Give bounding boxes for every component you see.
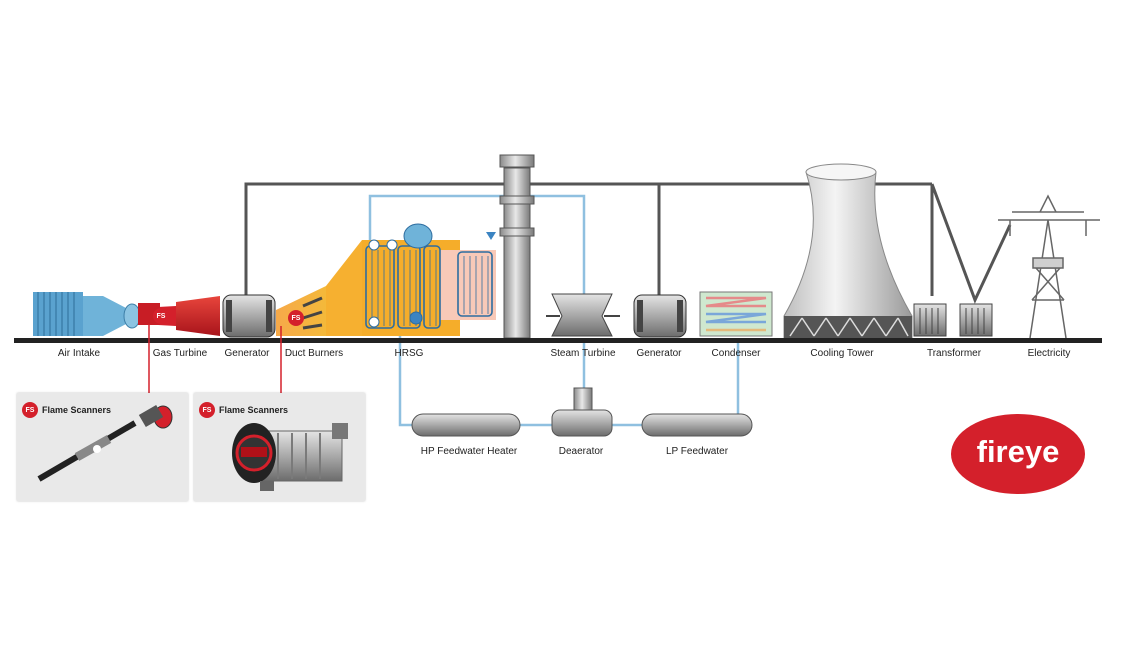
power-lines: [244, 182, 1012, 304]
air-intake: [33, 292, 141, 336]
cooling-tower: [783, 163, 913, 339]
flame-scanner-panel-1: FS Flame Scanners: [17, 393, 188, 501]
label-steam-turbine: Steam Turbine: [550, 348, 616, 359]
label-transformer: Transformer: [926, 348, 982, 359]
flame-scanner-unit-image: [232, 423, 348, 491]
fs-badge: FS: [22, 402, 38, 418]
gas-turbine: [138, 296, 220, 336]
fs-badge: FS: [199, 402, 215, 418]
callout-lines: [148, 324, 282, 393]
label-condenser: Condenser: [711, 348, 761, 359]
fireye-logo: [951, 414, 1085, 494]
flame-scanner-panel-2: FS Flame Scanners: [194, 393, 365, 501]
label-lp-feedwater: LP Feedwater: [665, 446, 729, 457]
stack: [499, 154, 535, 339]
label-electricity: Electricity: [1027, 348, 1071, 359]
condenser: [699, 291, 773, 337]
deaerator: [551, 387, 613, 437]
generator-2: [633, 294, 687, 338]
lp-feedwater: [641, 413, 753, 437]
panel-title: Flame Scanners: [42, 405, 112, 415]
transmission-tower: [998, 194, 1100, 339]
label-deaerator: Deaerator: [558, 446, 604, 457]
label-gas-turbine: Gas Turbine: [152, 348, 208, 359]
fs-badge-gas-turbine: FS: [153, 308, 169, 324]
steam-turbine: [546, 293, 620, 337]
label-cooling-tower: Cooling Tower: [810, 348, 874, 359]
hrsg: [326, 223, 496, 336]
generator-1: [222, 294, 276, 338]
label-hp-feedwater-heater: HP Feedwater Heater: [420, 446, 518, 457]
fireye-logo-text: fireye: [976, 434, 1060, 469]
label-hrsg: HRSG: [394, 348, 424, 359]
ground-line: [14, 338, 1102, 343]
label-generator-1: Generator: [224, 348, 270, 359]
panel-header: FS Flame Scanners: [199, 402, 288, 418]
panel-header: FS Flame Scanners: [22, 402, 111, 418]
flame-scanner-probe-image: [37, 404, 173, 482]
label-air-intake: Air Intake: [57, 348, 101, 359]
hp-feedwater-heater: [411, 413, 521, 437]
label-generator-2: Generator: [636, 348, 682, 359]
panel-title: Flame Scanners: [219, 405, 289, 415]
fs-badge-duct-burners: FS: [288, 310, 304, 326]
transformers: [913, 303, 993, 337]
label-duct-burners: Duct Burners: [284, 348, 344, 359]
